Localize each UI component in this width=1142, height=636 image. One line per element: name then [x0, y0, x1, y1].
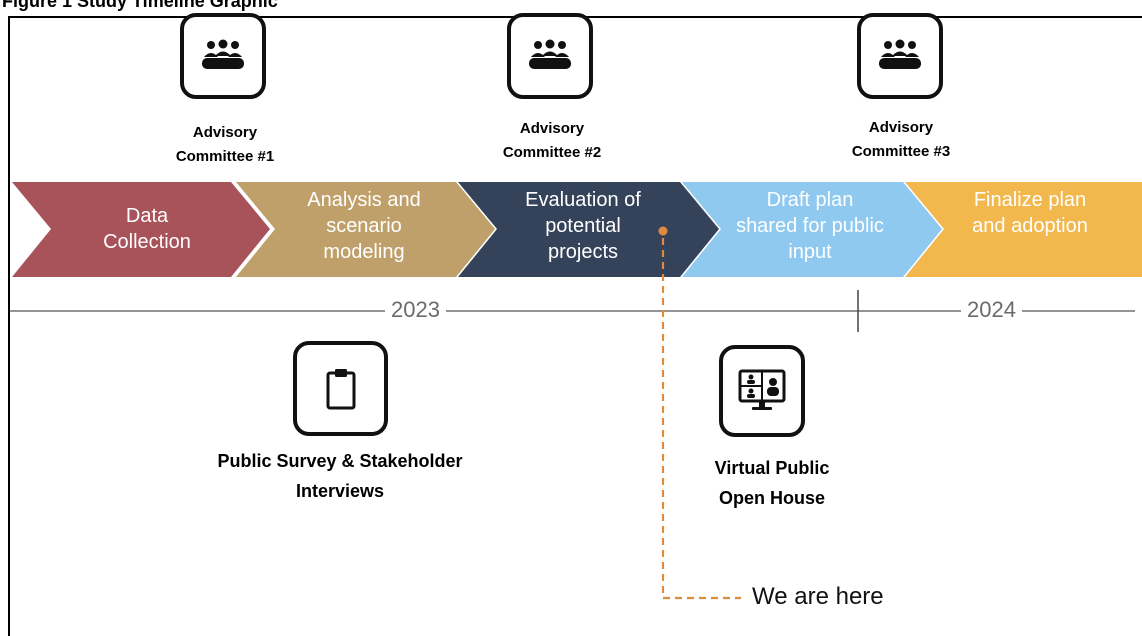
- meeting-group-icon: [202, 39, 244, 69]
- open-house-label: Virtual Public Open House: [714, 458, 830, 508]
- clipboard-icon: [326, 368, 355, 409]
- meeting-group-icon: [529, 39, 571, 69]
- phase-chevron-1: [12, 182, 270, 277]
- survey-label: Public Survey & Stakeholder Interviews: [217, 451, 463, 501]
- survey-icon-box: [293, 341, 388, 436]
- phase-4-label: Draft plan shared for public input: [736, 189, 884, 263]
- we-are-here-label: We are here: [752, 583, 884, 610]
- current-position-dot: [658, 226, 668, 236]
- phase-chevron-4: [682, 182, 942, 277]
- committee-1-icon-box: [180, 13, 266, 99]
- committee-2-label: Advisory Committee #2: [502, 120, 602, 161]
- phase-1-label: Data Collection: [103, 205, 191, 253]
- phase-5-label: Finalize plan and adoption: [972, 189, 1088, 237]
- committee-1-label: Advisory Committee #1: [175, 124, 275, 165]
- phase-2-label: Analysis and scenario modeling: [307, 189, 421, 263]
- committee-3-icon-box: [857, 13, 943, 99]
- committee-2-icon-box: [507, 13, 593, 99]
- phase-3-label: Evaluation of potential projects: [525, 189, 641, 263]
- figure-caption: Figure 1 Study Timeline Graphic: [2, 0, 278, 11]
- open-house-icon-box: [719, 345, 805, 437]
- committee-3-label: Advisory Committee #3: [851, 119, 951, 160]
- current-position-leader: [661, 238, 741, 600]
- phase-chevron-3: [458, 182, 719, 277]
- phase-chevron-2: [236, 182, 495, 277]
- year-2024-label: 2024: [961, 297, 1022, 323]
- phase-chevron-5: [905, 182, 1142, 277]
- video-conference-icon: [738, 369, 786, 410]
- meeting-group-icon: [879, 39, 921, 69]
- year-2023-label: 2023: [385, 297, 446, 323]
